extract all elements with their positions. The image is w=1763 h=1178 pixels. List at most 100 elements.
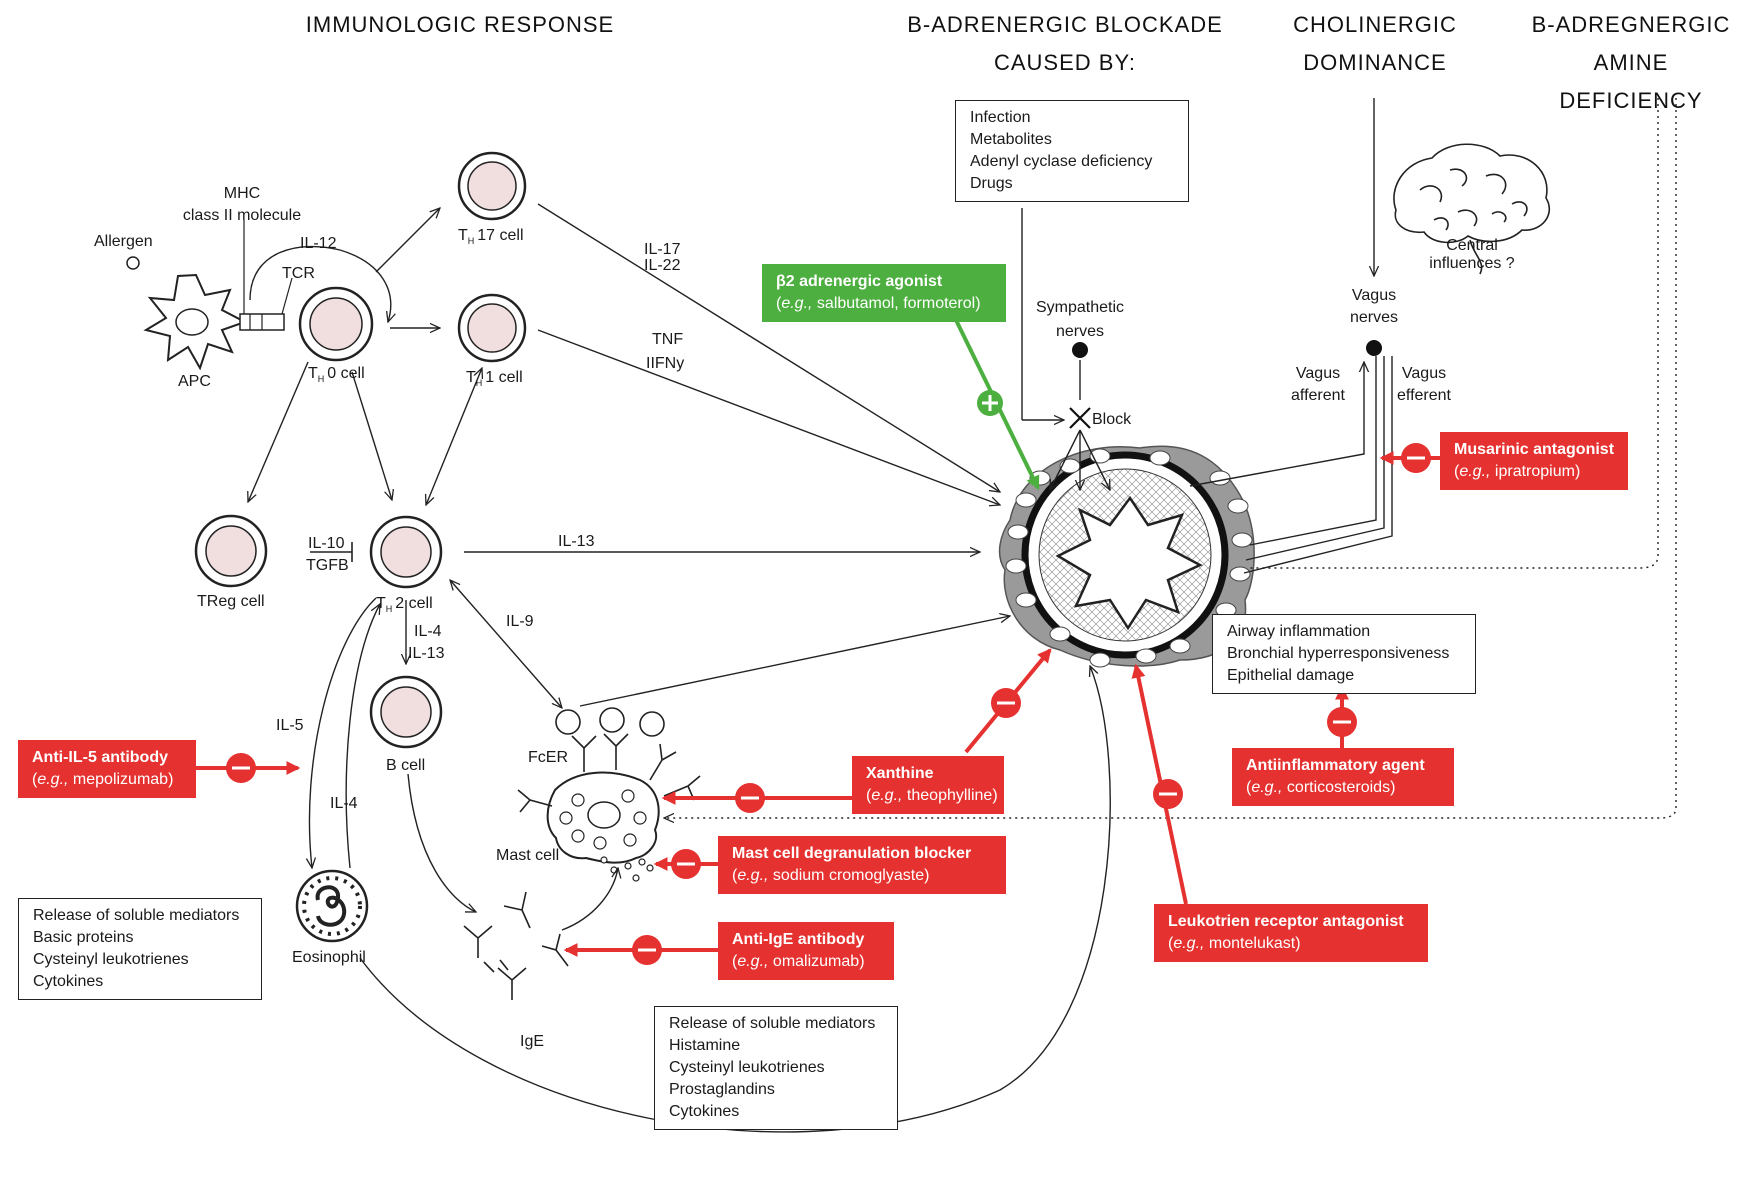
label-il4-b: IL-4	[330, 795, 358, 812]
th1-cell	[457, 293, 527, 363]
drug-name: Anti-IgE antibody	[732, 931, 865, 948]
eosinophil-mediators-box: Release of soluble mediators Basic prote…	[18, 898, 262, 1000]
label-il4: IL-4	[414, 623, 442, 640]
minus-icon-mastblock	[671, 849, 701, 879]
airway-effects-box: Airway inflammation Bronchial hyperrespo…	[1212, 614, 1476, 694]
fcer-receptors-icon	[517, 707, 701, 813]
drug-example: (e.g., mepolizumab)	[32, 771, 174, 788]
drug-name: Musarinic antagonist	[1454, 441, 1615, 458]
apc-cell-icon	[143, 273, 285, 371]
airway-cross-section-icon	[998, 445, 1255, 668]
label-central-1: Central	[1446, 237, 1498, 254]
label-allergen: Allergen	[94, 233, 153, 250]
eos-mediator-item: Cytokines	[33, 973, 104, 990]
mast-cell-icon	[546, 771, 660, 882]
label-vagus-2: nerves	[1350, 309, 1398, 326]
label-vagus-eff-1: Vagus	[1402, 365, 1446, 382]
header-amine-line2: deficiency	[1559, 88, 1703, 113]
drug-name: β2 adrenergic agonist	[776, 273, 943, 290]
arrow-th17-airway	[537, 203, 1000, 492]
causes-item: Metabolites	[970, 131, 1052, 148]
label-tgfb: TGFB	[306, 557, 349, 574]
label-ige: IgE	[520, 1033, 544, 1050]
header-cholinergic: Cholinergic dominance	[1290, 6, 1460, 82]
causes-item: Adenyl cyclase deficiency	[970, 153, 1153, 170]
drug-name: Anti-IL-5 antibody	[32, 749, 168, 766]
header-amine-line1: β-Adregnergic amine	[1531, 12, 1731, 75]
label-il17: IL-17	[644, 241, 681, 258]
drug-muscarinic-antagonist: Musarinic antagonist (e.g., ipratropium)	[1440, 432, 1628, 490]
allergen-icon	[126, 256, 140, 270]
header-cholinergic-line1: Cholinergic	[1293, 12, 1457, 37]
label-tcr: TCR	[282, 265, 315, 282]
drug-example: (e.g., salbutamol, formoterol)	[776, 295, 981, 312]
drug-example: (e.g., corticosteroids)	[1246, 779, 1396, 796]
label-vagus-aff-1: Vagus	[1296, 365, 1340, 382]
arrow-il12	[249, 245, 391, 322]
plus-icon	[977, 390, 1003, 416]
minus-icon-leuko	[1153, 779, 1183, 809]
label-vagus-eff-2: efferent	[1397, 387, 1452, 404]
airway-effect-item: Epithelial damage	[1227, 667, 1355, 684]
drug-example: (e.g., montelukast)	[1168, 935, 1301, 952]
drug-example: (e.g., omalizumab)	[732, 953, 865, 970]
label-apc: APC	[178, 373, 211, 390]
label-mastcell: Mast cell	[496, 847, 559, 864]
mast-mediator-item: Prostaglandins	[669, 1081, 775, 1098]
drug-example: (e.g., sodium cromoglyaste)	[732, 867, 930, 884]
mast-mediator-item: Cytokines	[669, 1103, 740, 1120]
arrow-th0-th17	[375, 208, 440, 273]
drug-mast-degranulation-blocker: Mast cell degranulation blocker (e.g., s…	[718, 836, 1006, 894]
arrow-eos-airway	[359, 666, 1111, 1133]
minus-icon-antiinfl	[1327, 707, 1357, 737]
mast-mediator-item: Release of soluble mediators	[669, 1015, 876, 1032]
label-il22: IL-22	[644, 257, 681, 274]
label-central-2: influences ?	[1429, 255, 1514, 272]
drug-name: Xanthine	[866, 765, 934, 782]
arrow-th1-th2	[426, 368, 482, 505]
label-tnf: TNF	[652, 331, 683, 348]
drug-antiinflammatory: Antiinflammatory agent (e.g., corticoste…	[1232, 748, 1454, 806]
header-cholinergic-line2: dominance	[1303, 50, 1447, 75]
arrow-ige-mast	[561, 868, 618, 931]
drug-name: Leukotrien receptor antagonist	[1168, 913, 1404, 930]
label-il13: IL-13	[408, 645, 445, 662]
th0-cell	[298, 286, 374, 362]
mast-mediators-box: Release of soluble mediators Histamine C…	[654, 1006, 898, 1130]
mast-mediator-item: Histamine	[669, 1037, 741, 1054]
block-x-icon	[1069, 407, 1091, 429]
label-il9: IL-9	[506, 613, 534, 630]
airway-effect-item: Bronchial hyperresponsiveness	[1227, 645, 1450, 662]
th17-cell	[457, 151, 527, 221]
label-bcell: B cell	[386, 757, 425, 774]
drug-name: Mast cell degranulation blocker	[732, 845, 972, 862]
drug-example: (e.g., ipratropium)	[1454, 463, 1581, 480]
label-vagus-1: Vagus	[1352, 287, 1396, 304]
arrow-il4	[345, 604, 380, 869]
header-immunologic: Immunologic response	[305, 12, 615, 37]
header-amine-deficiency: β-Adregnergic amine deficiency	[1500, 6, 1762, 120]
label-fcer: FcER	[528, 749, 568, 766]
arrow-mast-airway	[579, 616, 1010, 707]
label-ifny: IIFNy	[646, 355, 684, 372]
mast-mediator-item: Cysteinyl leukotrienes	[669, 1059, 825, 1076]
b-cell	[369, 675, 443, 749]
minus-icon-xanthine-mast	[735, 783, 765, 813]
drug-name: Antiinflammatory agent	[1246, 757, 1425, 774]
label-mhc-1: MHC	[224, 185, 260, 202]
drug-leukotriene-antagonist: Leukotrien receptor antagonist (e.g., mo…	[1154, 904, 1428, 962]
eos-mediator-item: Basic proteins	[33, 929, 134, 946]
label-mhc-2: class II molecule	[183, 207, 301, 224]
arrow-vagus-afferent	[1189, 362, 1364, 487]
minus-icon-antiige	[632, 935, 662, 965]
drug-example: (e.g., theophylline)	[866, 787, 998, 804]
causes-box: Infection Metabolites Adenyl cyclase def…	[955, 100, 1189, 202]
arrow-vagus-efferent	[1245, 356, 1385, 561]
brain-icon	[1393, 143, 1551, 275]
arrow-bcell-ige	[407, 773, 476, 912]
minus-icon-xanthine-airway	[991, 688, 1021, 718]
